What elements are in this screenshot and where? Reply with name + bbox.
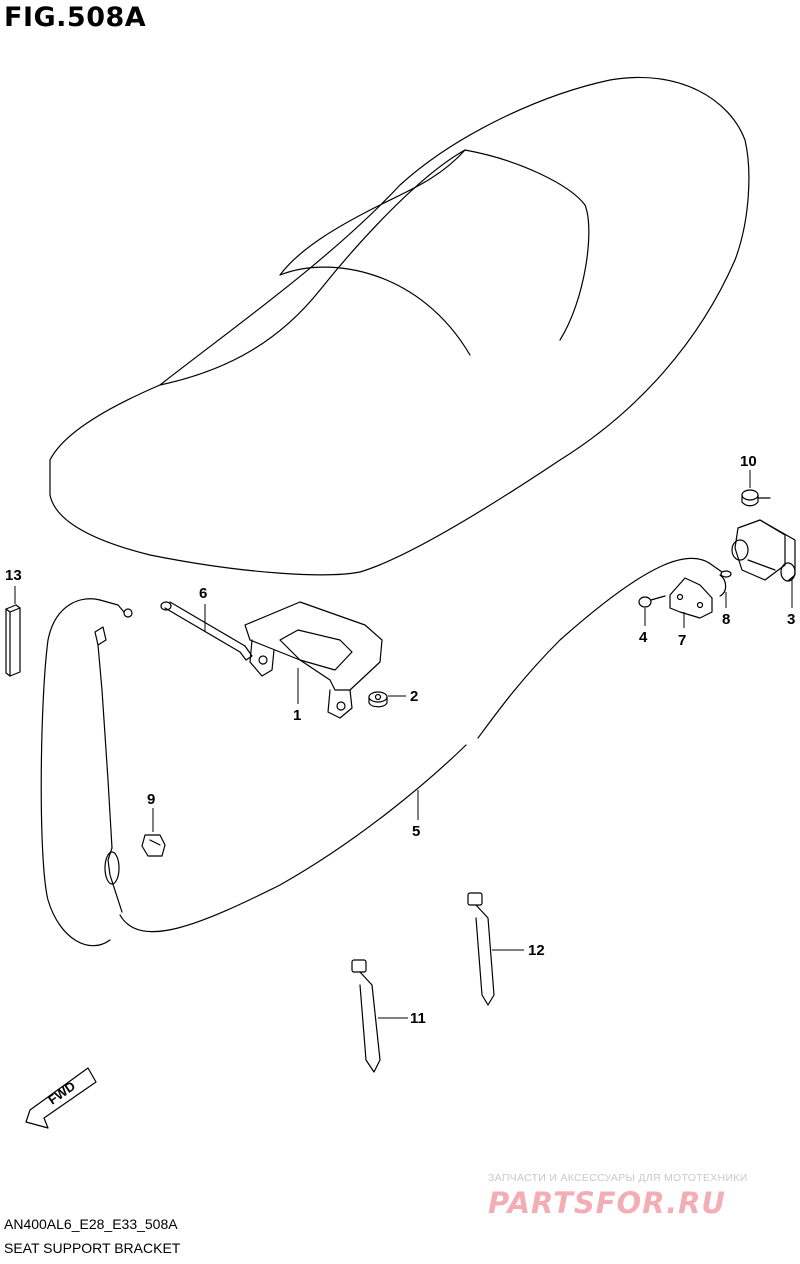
callout-9-label: 9 <box>147 791 155 808</box>
callout-11-label: 11 <box>410 1010 426 1027</box>
callout-11: 11 <box>378 1010 426 1027</box>
callout-8-label: 8 <box>722 611 730 628</box>
pad <box>5 604 21 677</box>
seat-support-bracket <box>244 601 383 719</box>
callout-13: 13 <box>5 567 22 604</box>
callout-2-label: 2 <box>410 688 418 705</box>
callout-4-label: 4 <box>639 629 648 646</box>
callout-12-label: 12 <box>528 942 545 959</box>
bolt-10 <box>741 489 771 507</box>
callout-3-label: 3 <box>787 611 795 628</box>
callout-6: 6 <box>199 585 207 632</box>
callout-10-label: 10 <box>740 453 757 470</box>
seat-lock-cable <box>40 557 732 947</box>
watermark-tagline: ЗАПЧАСТИ И АКСЕССУАРЫ ДЛЯ МОТОТЕХНИКИ <box>488 1172 748 1184</box>
callout-4: 4 <box>639 608 648 646</box>
seat <box>49 76 750 576</box>
callout-7-label: 7 <box>678 632 686 649</box>
figure-title: FIG.508A <box>4 2 147 33</box>
callout-3: 3 <box>787 578 795 628</box>
lock-plate <box>669 577 713 619</box>
callout-2: 2 <box>388 688 418 705</box>
fwd-label: FWD <box>45 1078 78 1107</box>
callout-6-label: 6 <box>199 585 207 602</box>
callout-5-label: 5 <box>412 823 420 840</box>
callout-5: 5 <box>412 790 420 840</box>
seat-lock <box>731 519 796 582</box>
callout-7: 7 <box>678 612 686 649</box>
figure-code: AN400AL6_E28_E33_508A <box>4 1216 178 1232</box>
callout-1-label: 1 <box>293 707 301 724</box>
screw-4 <box>638 595 666 608</box>
support-rod <box>160 601 253 661</box>
callout-10: 10 <box>740 453 757 488</box>
nut <box>368 691 388 708</box>
figure-name: SEAT SUPPORT BRACKET <box>4 1240 181 1256</box>
callout-12: 12 <box>492 942 545 959</box>
cable-tie-12 <box>467 892 495 1006</box>
watermark-logo: PARTSFOR.RU <box>488 1186 726 1220</box>
cable-clamp <box>141 834 166 857</box>
callout-8: 8 <box>722 592 730 628</box>
fwd-direction-marker: FWD <box>25 1067 97 1129</box>
cable-tie-11 <box>351 959 381 1073</box>
callout-9: 9 <box>147 791 155 832</box>
callout-1: 1 <box>293 668 301 724</box>
clip-8 <box>719 574 727 597</box>
callout-13-label: 13 <box>5 567 22 584</box>
